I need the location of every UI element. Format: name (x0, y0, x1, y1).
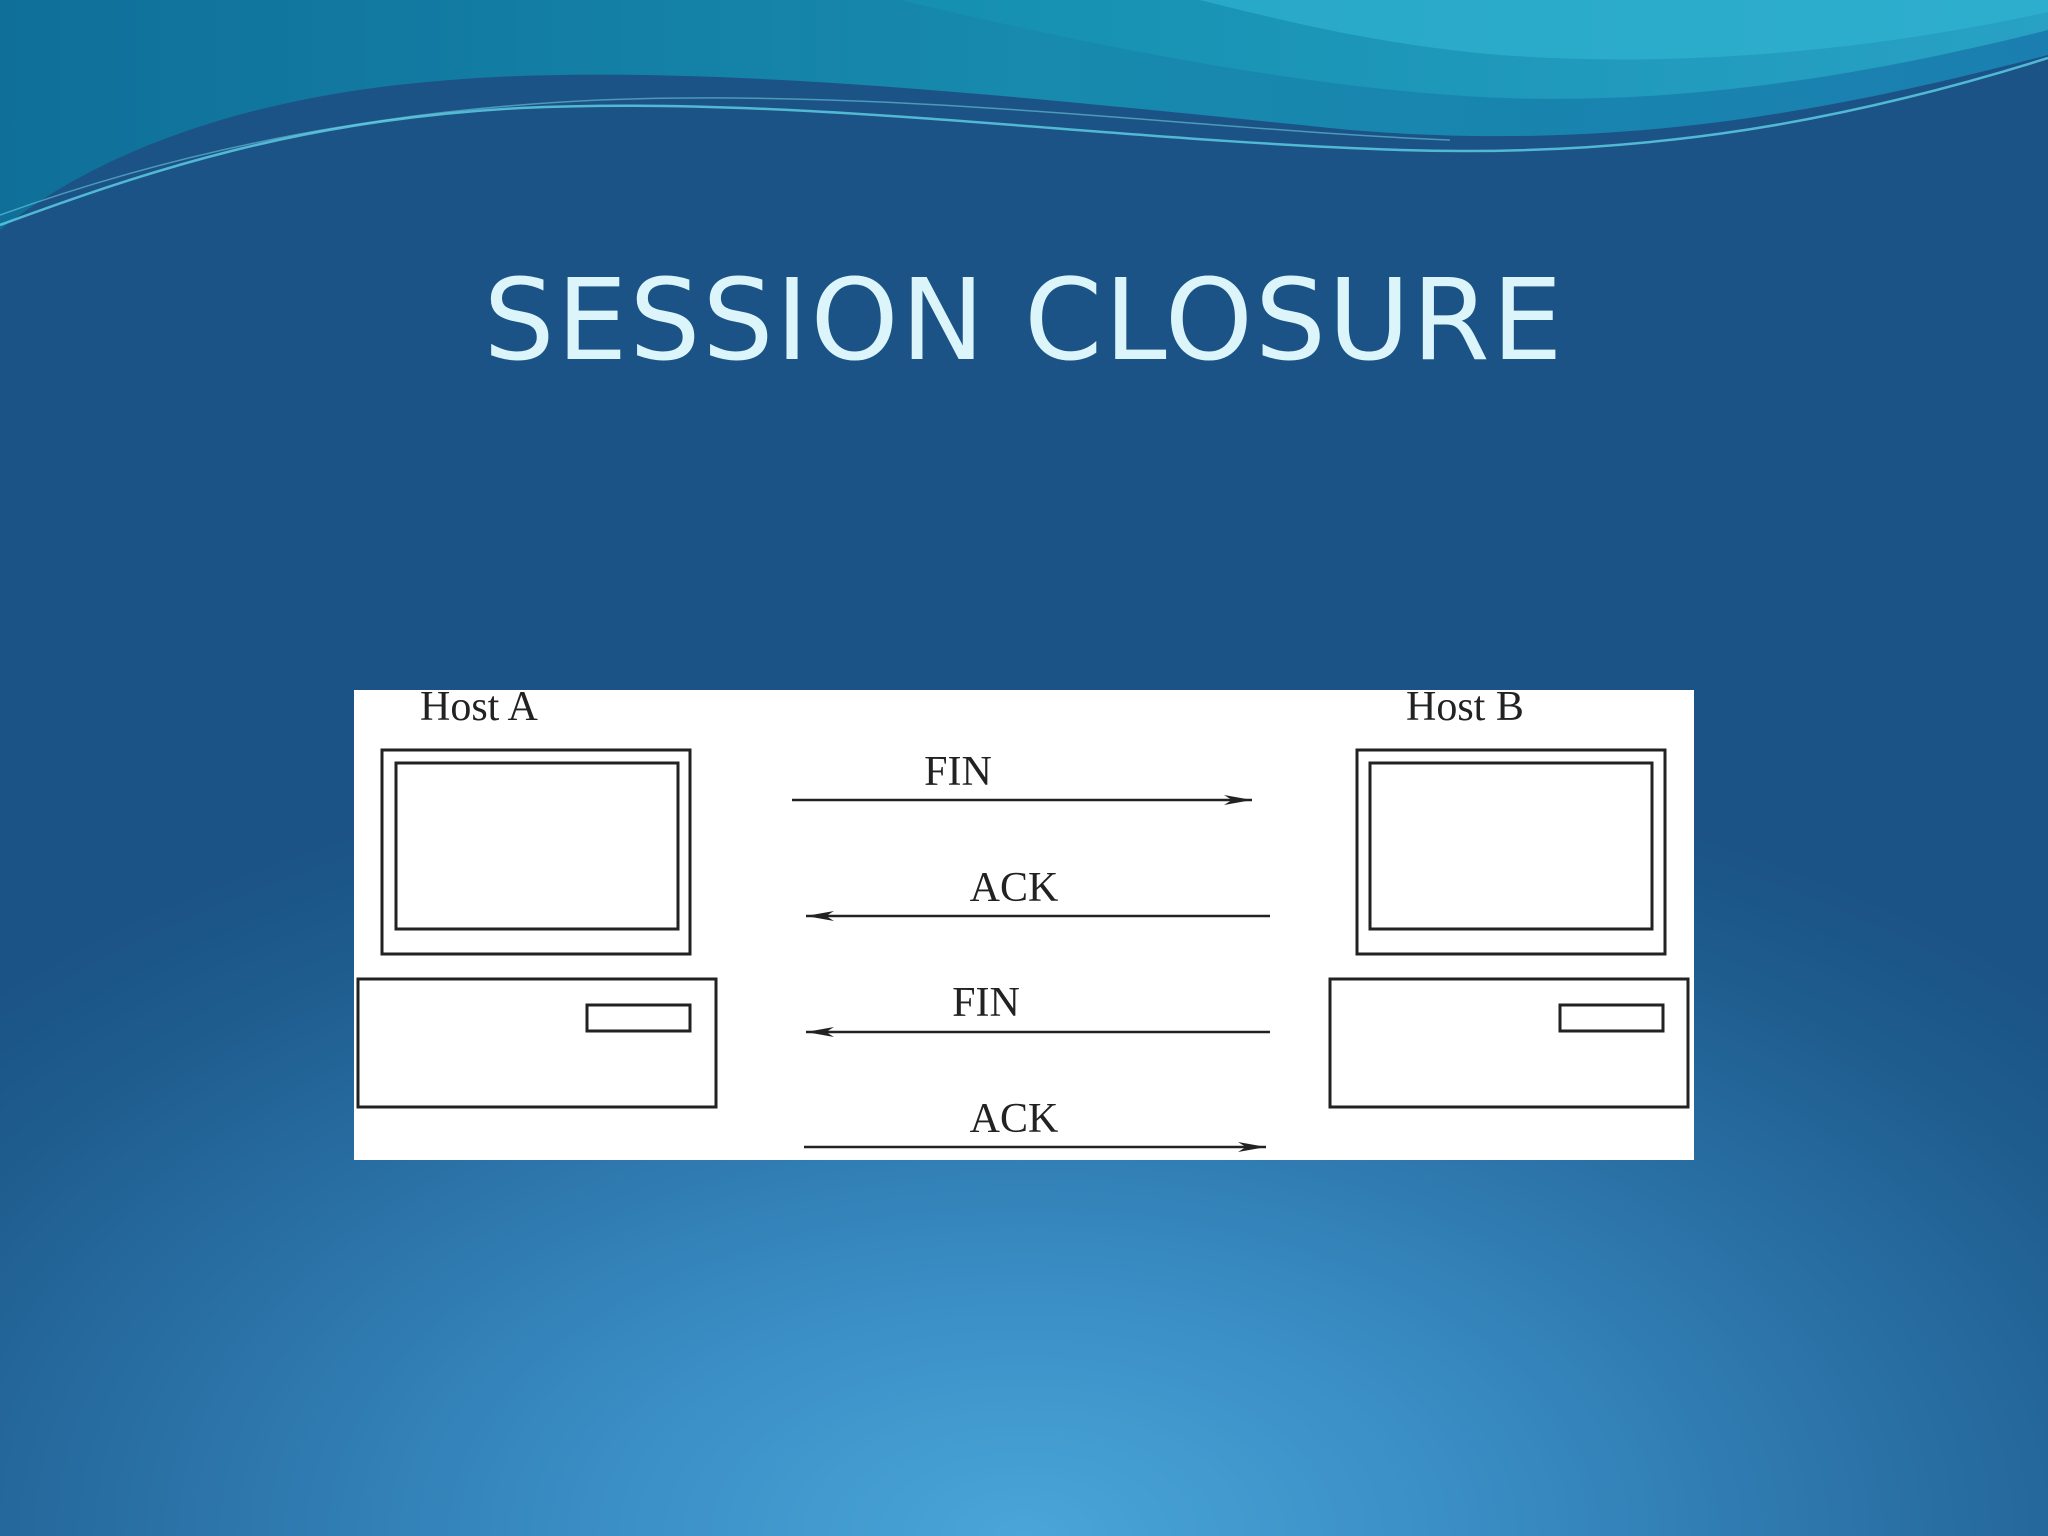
host-a-label: Host A (420, 690, 539, 730)
host-b-computer-icon (1328, 748, 1690, 1109)
message-label-4: ACK (970, 1096, 1059, 1142)
session-closure-diagram: Host A Host B FIN ACK FIN ACK (354, 690, 1694, 1160)
diagram-svg: Host A Host B FIN ACK FIN ACK (356, 690, 1690, 1152)
host-a-computer-icon (356, 748, 718, 1109)
message-label-2: ACK (970, 865, 1059, 911)
slide-title: SESSION CLOSURE (483, 256, 1565, 386)
message-label-3: FIN (952, 980, 1020, 1026)
message-label-1: FIN (924, 749, 992, 795)
header-wave-decoration (0, 0, 2048, 230)
host-b-label: Host B (1406, 690, 1524, 730)
